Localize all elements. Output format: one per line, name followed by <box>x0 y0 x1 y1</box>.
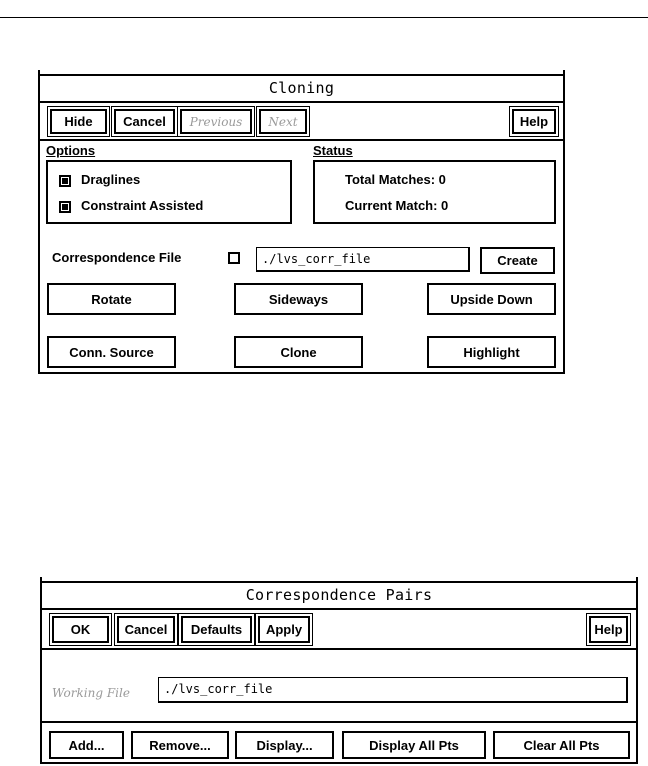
correspondence-file-input[interactable]: ./lvs_corr_file <box>256 247 470 272</box>
correspondence-file-label: Correspondence File <box>52 250 182 265</box>
previous-button[interactable]: Previous <box>177 106 255 137</box>
cancel-button[interactable]: Cancel <box>111 106 178 137</box>
toolbar-divider <box>40 139 563 141</box>
working-file-label: Working File <box>52 686 130 700</box>
pairs-title: Correspondence Pairs <box>42 583 636 610</box>
rotate-button[interactable]: Rotate <box>47 283 176 315</box>
defaults-button[interactable]: Defaults <box>178 613 255 646</box>
sideways-button[interactable]: Sideways <box>234 283 363 315</box>
ok-button[interactable]: OK <box>49 613 112 646</box>
apply-button[interactable]: Apply <box>255 613 313 646</box>
page-top-rule <box>0 17 648 18</box>
correspondence-pairs-dialog: Correspondence Pairs OK Cancel Defaults … <box>40 577 638 764</box>
clone-button[interactable]: Clone <box>234 336 363 368</box>
create-button[interactable]: Create <box>480 247 555 274</box>
cloning-title: Cloning <box>40 76 563 103</box>
pairs-help-button[interactable]: Help <box>586 613 631 646</box>
total-matches-text: Total Matches: 0 <box>345 172 446 187</box>
display-all-pts-button[interactable]: Display All Pts <box>342 731 486 759</box>
draglines-label: Draglines <box>81 172 141 187</box>
toolbar-divider <box>42 648 636 650</box>
dialog-corner-tick <box>38 70 40 80</box>
options-heading: Options <box>46 143 96 158</box>
actions-divider <box>42 721 636 723</box>
status-box <box>313 160 556 224</box>
clear-all-pts-button[interactable]: Clear All Pts <box>493 731 630 759</box>
dialog-corner-tick <box>636 577 638 587</box>
current-match-text: Current Match: 0 <box>345 198 449 213</box>
add-button[interactable]: Add... <box>49 731 124 759</box>
dialog-corner-tick <box>563 70 565 80</box>
hide-button[interactable]: Hide <box>47 106 110 137</box>
dialog-corner-tick <box>40 577 42 587</box>
correspondence-file-checkbox[interactable] <box>228 252 240 264</box>
working-file-input[interactable]: ./lvs_corr_file <box>158 677 628 703</box>
cloning-dialog: Cloning Hide Cancel Previous Next Help O… <box>38 70 565 374</box>
constraint-assisted-label: Constraint Assisted <box>81 198 204 213</box>
next-button[interactable]: Next <box>256 106 310 137</box>
conn-source-button[interactable]: Conn. Source <box>47 336 176 368</box>
remove-button[interactable]: Remove... <box>131 731 229 759</box>
display-button[interactable]: Display... <box>235 731 334 759</box>
status-heading: Status <box>313 143 353 158</box>
highlight-button[interactable]: Highlight <box>427 336 556 368</box>
constraint-assisted-checkbox[interactable] <box>59 201 71 213</box>
upside-down-button[interactable]: Upside Down <box>427 283 556 315</box>
help-button[interactable]: Help <box>509 106 559 137</box>
draglines-checkbox[interactable] <box>59 175 71 187</box>
pairs-cancel-button[interactable]: Cancel <box>114 613 178 646</box>
options-box <box>46 160 292 224</box>
